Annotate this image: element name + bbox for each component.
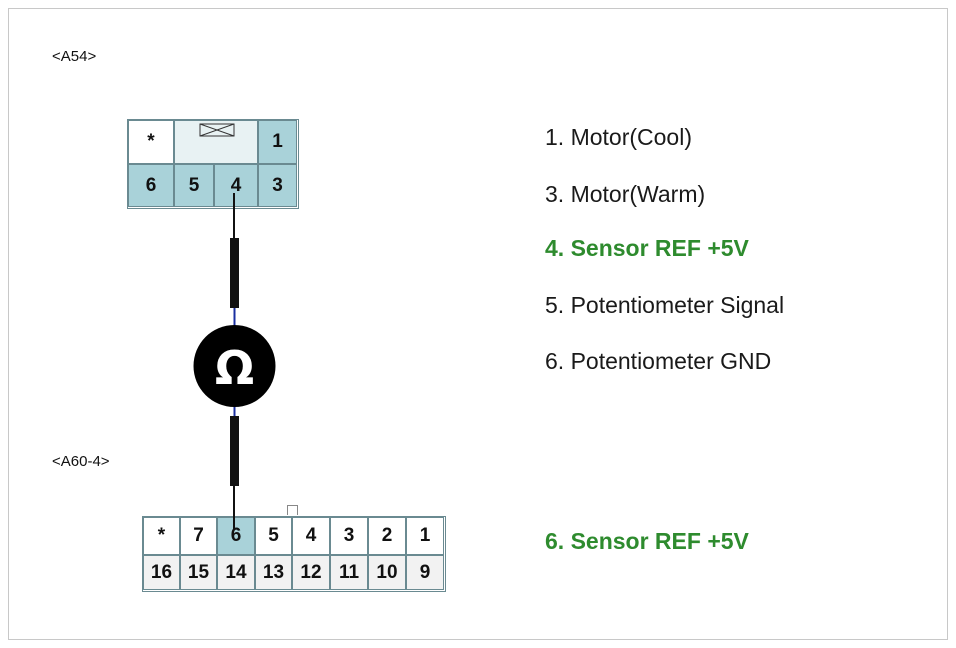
a60-pin-12: 12	[292, 555, 330, 590]
a54-pin-1: 1	[258, 120, 297, 164]
a60-pin-6: 6	[217, 517, 255, 555]
a60-pin-2: 2	[368, 517, 406, 555]
a60-pin-9: 9	[406, 555, 444, 590]
connector-key-tab	[287, 505, 298, 515]
ohmmeter-icon	[193, 325, 276, 407]
a60-pin-3: 3	[330, 517, 368, 555]
a54-pin-5: 5	[174, 164, 214, 207]
a60-pin-14: 14	[217, 555, 255, 590]
a60-pin-16: 16	[143, 555, 180, 590]
legend-item-4: 4. Sensor REF +5V	[545, 235, 749, 261]
a60-pin-10: 10	[368, 555, 406, 590]
a60-pin-11: 11	[330, 555, 368, 590]
a60-pin-13: 13	[255, 555, 292, 590]
latch-icon	[199, 123, 235, 137]
connector-a54: * 1 6 5 4 3	[127, 119, 299, 209]
legend-highlight-a60: 6. Sensor REF +5V	[545, 528, 749, 554]
upper-probe-handle	[230, 238, 239, 308]
a60-pin-4: 4	[292, 517, 330, 555]
lower-probe-handle	[230, 416, 239, 486]
a54-pin-4: 4	[214, 164, 258, 207]
a60-pin-7: 7	[180, 517, 217, 555]
connector-a60: * 7 6 5 4 3 2 1 16 15 14 13 12 11 10 9	[142, 516, 446, 592]
a54-lock-area	[174, 120, 258, 164]
a60-pin-star: *	[143, 517, 180, 555]
legend-item-5: 5. Potentiometer Signal	[545, 292, 785, 318]
a54-pin-3: 3	[258, 164, 297, 207]
legend-item-1: 1. Motor(Cool)	[545, 124, 692, 150]
a54-pin-6: 6	[128, 164, 174, 207]
a60-pin-1: 1	[406, 517, 444, 555]
connector-a54-label: <A54>	[52, 48, 97, 65]
a60-pin-15: 15	[180, 555, 217, 590]
a60-pin-5: 5	[255, 517, 292, 555]
connector-a60-label: <A60-4>	[52, 453, 110, 470]
legend-item-6: 6. Potentiometer GND	[545, 348, 772, 374]
a54-pin-star: *	[128, 120, 174, 164]
legend-item-3: 3. Motor(Warm)	[545, 181, 706, 207]
ohm-symbol: Ω	[215, 341, 254, 395]
